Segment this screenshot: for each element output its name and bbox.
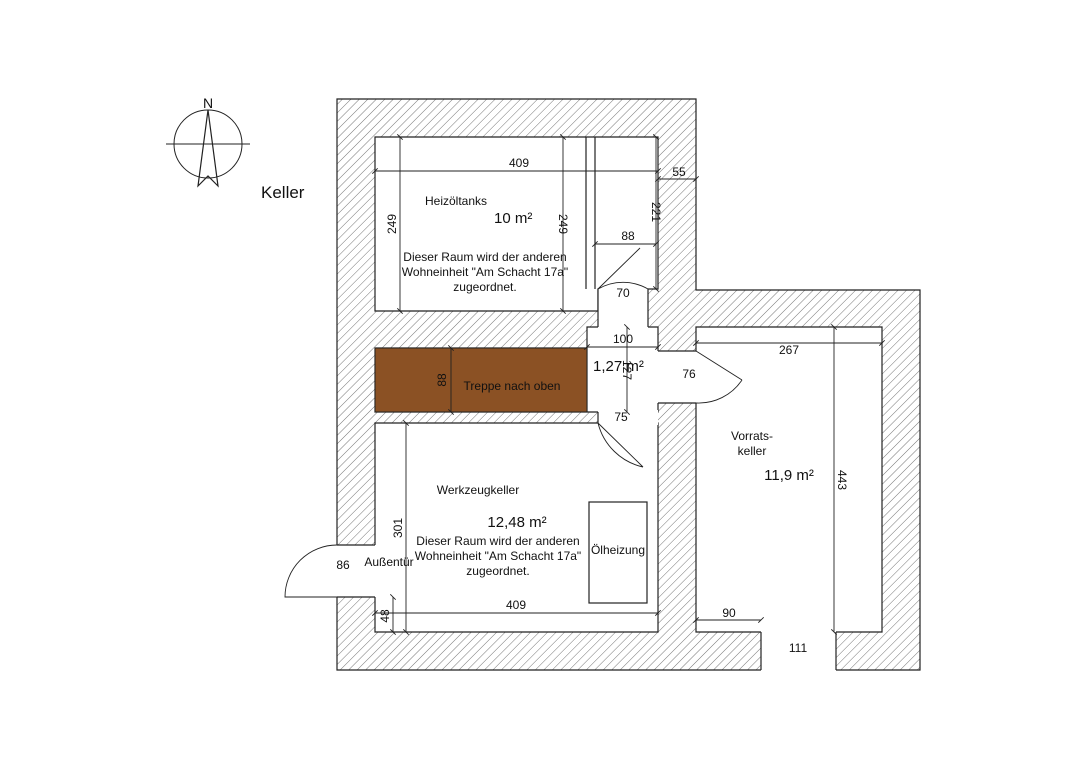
room-vorrat: Vorrats- keller 11,9 m² 267 443 90 111 bbox=[722, 343, 849, 655]
room-werkzeug-area: 12,48 m² bbox=[487, 514, 546, 531]
dim-werkzeug-sill: 48 bbox=[378, 609, 392, 623]
dim-vorrat-window: 111 bbox=[789, 641, 808, 655]
room-werkzeug: Werkzeugkeller 12,48 m² Dieser Raum wird… bbox=[378, 483, 645, 623]
dim-flur-door-bottom: 75 bbox=[614, 410, 628, 424]
oil-heater-box bbox=[588, 501, 648, 604]
room-heizoel-note-2: Wohneinheit "Am Schacht 17a" bbox=[402, 265, 568, 279]
room-heizoel-area: 10 m² bbox=[494, 210, 532, 227]
dim-vorrat-inner: 90 bbox=[722, 606, 736, 620]
room-werkzeug-note-1: Dieser Raum wird der anderen bbox=[416, 534, 579, 548]
outer-door: Außentür 86 bbox=[336, 555, 413, 572]
room-heizoel-note-3: zugeordnet. bbox=[453, 280, 516, 294]
outer-door-width: 86 bbox=[336, 558, 350, 572]
dim-heizoel-niche: 88 bbox=[621, 229, 635, 243]
dim-vorrat-width: 267 bbox=[779, 343, 799, 357]
north-arrow-icon bbox=[197, 109, 219, 188]
door-opening-werkzeug bbox=[598, 410, 658, 425]
room-flur: 1,27 m² 100 127 70 75 76 bbox=[593, 286, 696, 424]
dim-werkzeug-width: 409 bbox=[506, 598, 526, 612]
tank-partition bbox=[585, 137, 596, 289]
room-vorrat-name-1: Vorrats- bbox=[731, 429, 773, 443]
door-opening-vorrat bbox=[656, 351, 698, 403]
dim-heizoel-height-left: 249 bbox=[385, 214, 399, 234]
dim-heizoel-width: 409 bbox=[509, 156, 529, 170]
door-swing-werkzeug bbox=[597, 422, 644, 468]
room-vorrat-area: 11,9 m² bbox=[764, 467, 814, 484]
dimension-lines bbox=[371, 133, 886, 636]
outer-door-swing bbox=[284, 544, 338, 598]
stairs-name: Treppe nach oben bbox=[464, 379, 561, 393]
dim-flur-height: 127 bbox=[620, 360, 634, 380]
room-werkzeug-note-2: Wohneinheit "Am Schacht 17a" bbox=[415, 549, 581, 563]
dim-vorrat-height: 443 bbox=[835, 470, 849, 490]
compass-north-label: N bbox=[203, 95, 213, 111]
door-swings bbox=[284, 247, 743, 598]
room-werkzeug-note-3: zugeordnet. bbox=[466, 564, 529, 578]
room-heizoel-note-1: Dieser Raum wird der anderen bbox=[403, 250, 566, 264]
dim-werkzeug-height: 301 bbox=[391, 518, 405, 538]
outer-door-label: Außentür bbox=[364, 555, 413, 569]
stairs bbox=[374, 347, 588, 413]
stairs-labels: Treppe nach oben 88 bbox=[435, 373, 560, 393]
door-swing-vorrat bbox=[695, 350, 743, 404]
room-heizoel-name: Heizöltanks bbox=[425, 194, 487, 208]
dim-flur-door-top: 70 bbox=[616, 286, 630, 300]
room-vorrat-name-2: keller bbox=[738, 444, 767, 458]
room-werkzeug-name: Werkzeugkeller bbox=[437, 483, 519, 497]
dim-heizoel-offset: 55 bbox=[672, 165, 686, 179]
dim-flur-door-right: 76 bbox=[682, 367, 696, 381]
plan-title: Keller bbox=[261, 183, 305, 202]
heater-label: Ölheizung bbox=[591, 543, 645, 557]
outer-door-opening bbox=[335, 545, 377, 597]
door-opening-heizoel bbox=[598, 287, 648, 329]
dim-heizoel-height-right: 249 bbox=[556, 214, 570, 234]
room-flur-area: 1,27 m² bbox=[593, 358, 644, 375]
compass: N bbox=[166, 95, 250, 188]
room-heizoel: Heizöltanks 10 m² Dieser Raum wird der a… bbox=[385, 156, 686, 294]
dim-stairs-height: 88 bbox=[435, 373, 449, 387]
openings bbox=[335, 287, 837, 672]
dim-heizoel-depth: 221 bbox=[649, 202, 663, 222]
door-swing-heizoel bbox=[597, 247, 649, 290]
dim-flur-width: 100 bbox=[613, 332, 633, 346]
window-opening-vorrat bbox=[761, 630, 836, 672]
